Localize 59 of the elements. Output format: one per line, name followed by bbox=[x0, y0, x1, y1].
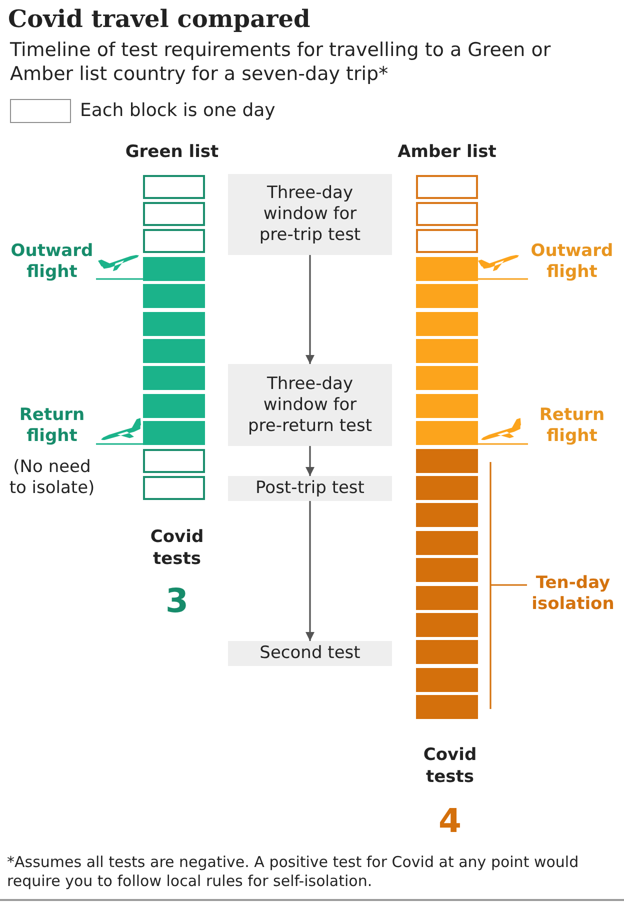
column-heading: Amber list bbox=[396, 141, 498, 163]
day-block bbox=[416, 394, 478, 418]
day-block bbox=[416, 256, 478, 281]
day-block bbox=[143, 448, 205, 472]
flight-label: Return flight bbox=[528, 405, 616, 447]
day-block bbox=[416, 202, 478, 226]
day-block bbox=[416, 612, 478, 637]
total-label: Covid tests bbox=[149, 526, 205, 570]
day-block bbox=[416, 284, 478, 308]
step-box: Three-day window for pre-trip test bbox=[228, 174, 392, 255]
legend-label: Each block is one day bbox=[80, 99, 276, 123]
day-block bbox=[416, 476, 478, 500]
day-block bbox=[416, 558, 478, 582]
day-block bbox=[416, 530, 478, 555]
day-block bbox=[416, 366, 478, 390]
footnote: *Assumes all tests are negative. A positive test for Covid at any point would require you to follow local rules for self-isolation. bbox=[7, 853, 580, 891]
flight-label: Outward flight bbox=[528, 241, 616, 283]
leader-line bbox=[478, 278, 528, 280]
day-block bbox=[143, 421, 205, 446]
day-block bbox=[143, 229, 205, 254]
total-number: 3 bbox=[164, 581, 190, 621]
total-label: Covid tests bbox=[422, 744, 478, 788]
step-box: Three-day window for pre-return test bbox=[228, 364, 392, 446]
day-block bbox=[416, 668, 478, 692]
arrow bbox=[306, 501, 314, 641]
step-box: Second test bbox=[228, 641, 392, 666]
column-heading: Green list bbox=[124, 141, 220, 163]
day-block bbox=[416, 229, 478, 254]
note: (No need to isolate) bbox=[8, 457, 96, 499]
day-block bbox=[416, 695, 478, 720]
day-block bbox=[416, 338, 478, 363]
day-block bbox=[416, 503, 478, 528]
day-block bbox=[143, 312, 205, 336]
day-block bbox=[143, 394, 205, 418]
day-block bbox=[416, 312, 478, 336]
day-block bbox=[416, 421, 478, 446]
arrow bbox=[306, 446, 314, 476]
day-block bbox=[143, 366, 205, 390]
leader-line bbox=[478, 443, 528, 445]
day-block bbox=[143, 202, 205, 226]
day-block bbox=[416, 174, 478, 198]
day-block bbox=[143, 338, 205, 363]
day-block bbox=[143, 256, 205, 281]
day-block bbox=[143, 174, 205, 198]
leader-line bbox=[96, 278, 143, 280]
flight-label: Outward flight bbox=[8, 241, 96, 283]
day-block bbox=[416, 586, 478, 610]
leader-line bbox=[96, 443, 143, 445]
day-block bbox=[143, 284, 205, 308]
flight-label: Return flight bbox=[8, 405, 96, 447]
bracket-label: Ten-day isolation bbox=[530, 573, 616, 615]
day-block bbox=[416, 448, 478, 472]
subtitle: Timeline of test requirements for travelling to a Green or Amber list country for a seven-day trip* bbox=[10, 38, 552, 86]
total-number: 4 bbox=[438, 801, 462, 841]
title: Covid travel compared bbox=[8, 3, 310, 34]
day-block bbox=[143, 476, 205, 500]
day-block bbox=[416, 640, 478, 664]
step-box: Post-trip test bbox=[228, 476, 392, 501]
arrow bbox=[306, 255, 314, 364]
